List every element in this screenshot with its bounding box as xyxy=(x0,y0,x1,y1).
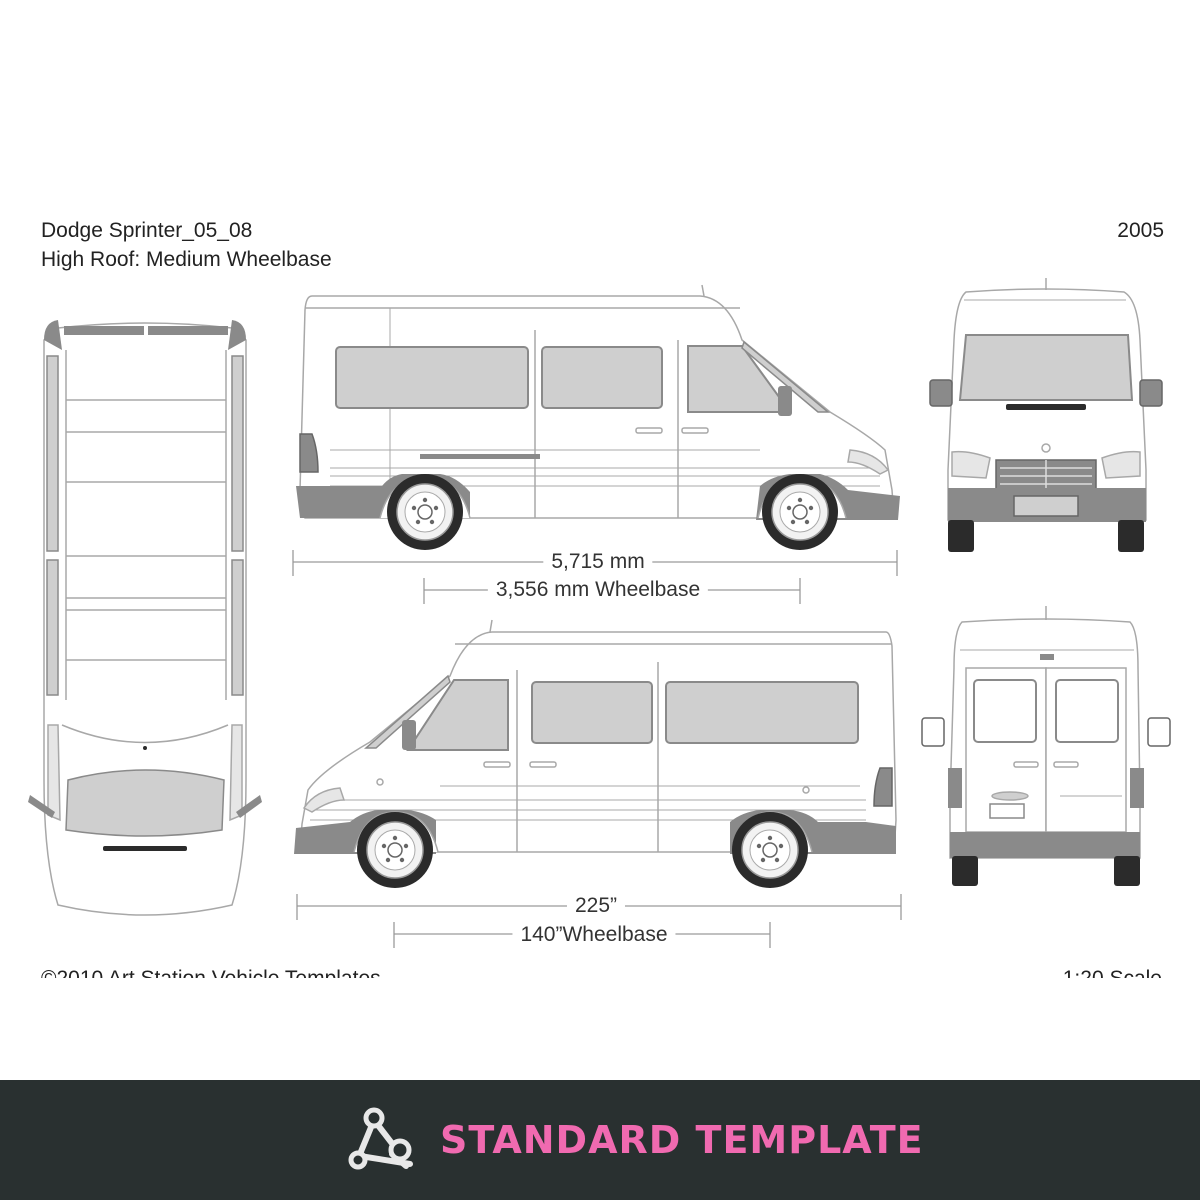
side-left-front-wheel xyxy=(356,811,434,889)
side-view-left xyxy=(294,619,897,854)
wheelbase-metric-label: 3,556 mm Wheelbase xyxy=(487,577,709,603)
overall-length-imperial-label: 225” xyxy=(566,893,626,919)
template-banner xyxy=(0,1080,1200,1200)
banner-label: STANDARD TEMPLATE xyxy=(440,1118,924,1162)
top-view xyxy=(28,320,262,916)
overall-length-metric-label: 5,715 mm xyxy=(543,549,653,575)
node-triangle-logo-icon xyxy=(348,1107,413,1170)
side-left-rear-wheel xyxy=(731,811,809,889)
rear-view xyxy=(921,606,1171,886)
model-year: 2005 xyxy=(1117,219,1164,242)
template-subtitle: High Roof: Medium Wheelbase xyxy=(41,248,332,271)
front-view xyxy=(929,278,1163,552)
vehicle-template-drawing xyxy=(28,278,1171,948)
footer-clip-mask xyxy=(0,978,1200,1002)
template-title: Dodge Sprinter_05_08 xyxy=(41,219,253,242)
wheelbase-imperial-label: 140”Wheelbase xyxy=(512,922,676,948)
side-right-rear-wheel xyxy=(386,473,464,551)
side-right-front-wheel xyxy=(761,473,839,551)
